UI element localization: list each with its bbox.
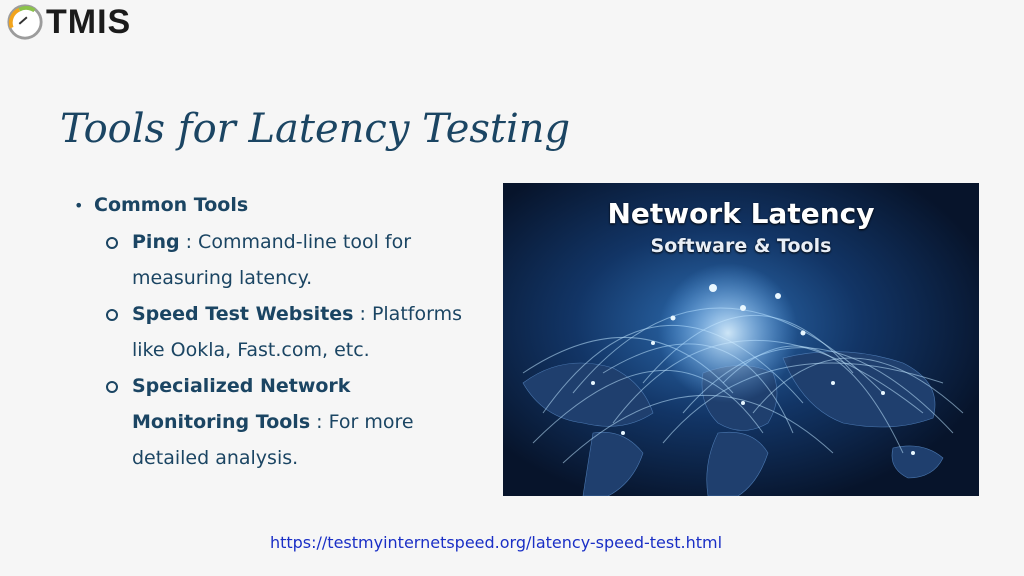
logo-text: TMIS [46,3,132,41]
list-item: Specialized Network Monitoring Tools : F… [106,368,474,476]
item-desc: : Platforms like Ookla, Fast.com, etc. [132,303,462,361]
main-bullet-label: Common Tools [94,194,249,216]
sub-list: Ping : Command-line tool for measuring l… [106,224,474,476]
image-subtitle: Software & Tools [650,235,832,257]
circle-bullet-icon [106,237,118,249]
network-latency-image: Network Latency Software & Tools [503,183,979,496]
footer-link[interactable]: https://testmyinternetspeed.org/latency-… [269,533,723,552]
circle-bullet-icon [106,381,118,393]
item-label: Speed Test Websites [132,303,354,325]
item-desc: : Command-line tool for measuring latenc… [132,231,412,289]
logo: TMIS [6,2,131,42]
bullet-dot-icon: • [74,196,84,215]
page-title: Tools for Latency Testing [60,106,571,152]
image-title: Network Latency [607,197,875,230]
item-label: Ping [132,231,180,253]
world-network-illustration [503,183,979,496]
footer-link-container: https://testmyinternetspeed.org/latency-… [0,533,1024,552]
item-label: Specialized Network Monitoring Tools [132,375,351,433]
list-item: Speed Test Websites : Platforms like Ook… [106,296,474,368]
circle-bullet-icon [106,309,118,321]
item-desc: : For more detailed analysis. [132,411,414,469]
bullet-list: • Common Tools Ping : Command-line tool … [74,187,474,476]
list-item: Ping : Command-line tool for measuring l… [106,224,474,296]
main-bullet: • Common Tools [74,187,474,224]
speedometer-icon [7,4,43,40]
